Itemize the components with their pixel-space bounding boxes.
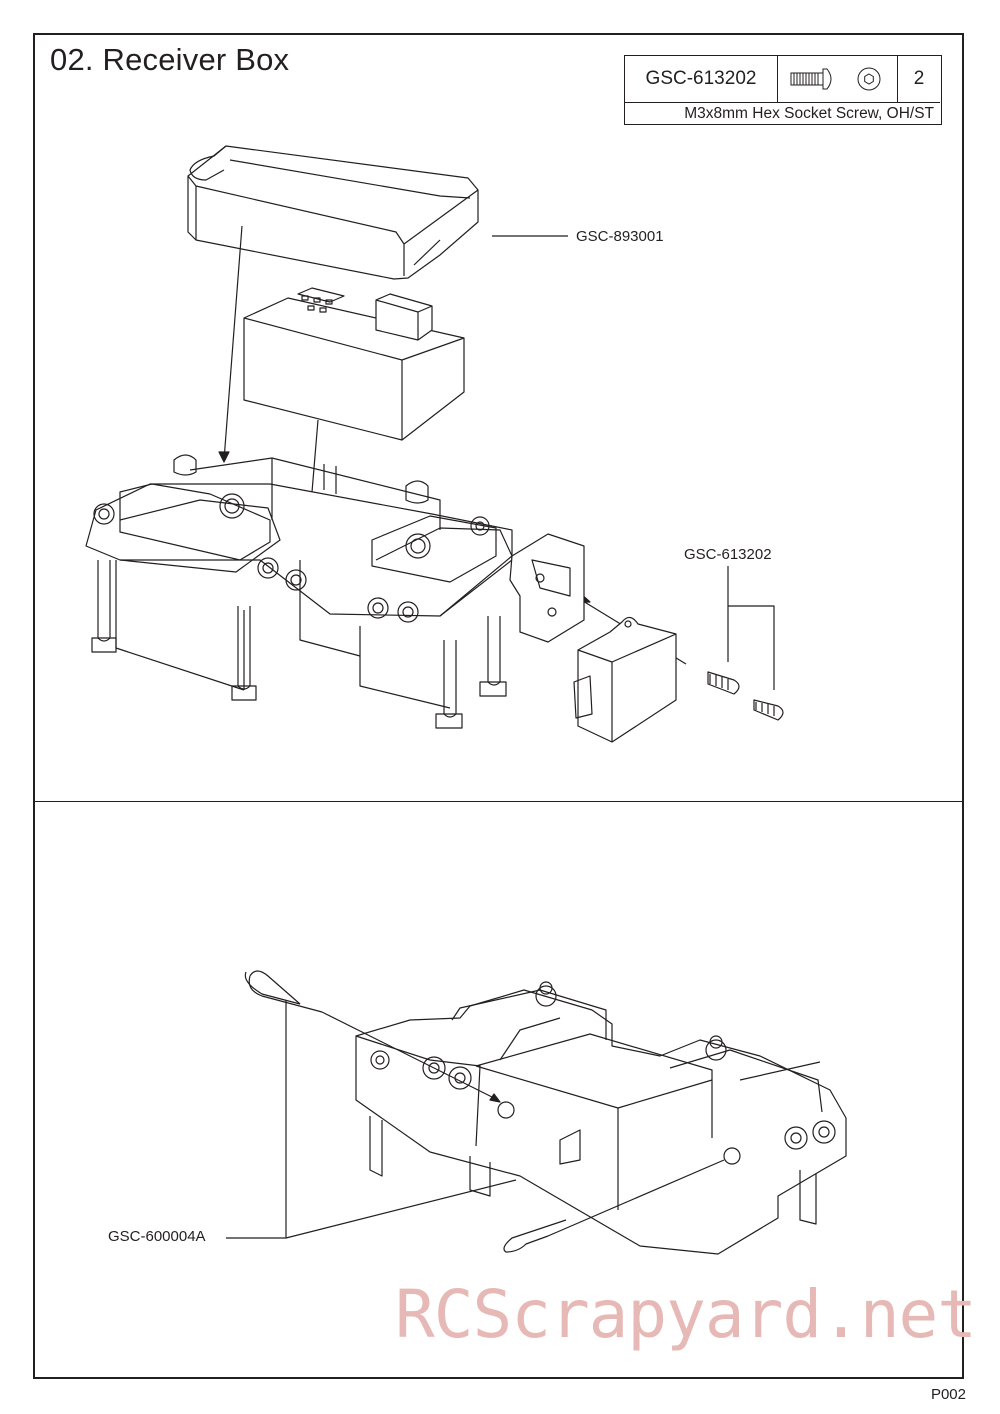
assembled-receiver-box	[356, 982, 846, 1254]
callout-receiver-box-cover: GSC-893001	[576, 228, 664, 245]
antenna-mount-bracket	[510, 534, 584, 642]
part-quantity: 2	[913, 68, 925, 89]
part-description: M3x8mm Hex Socket Screw, OH/ST	[625, 102, 940, 124]
hex-screws	[708, 672, 783, 720]
page-title: 02. Receiver Box	[50, 42, 290, 77]
watermark: RCScrapyard.net	[395, 1276, 977, 1353]
callout-screws: GSC-613202	[684, 546, 772, 563]
receiver-unit	[244, 288, 464, 440]
receiver-box-tray	[86, 455, 512, 728]
hex-socket-screw-icon	[777, 56, 898, 102]
page-frame	[33, 33, 964, 1379]
receiver-box-cover	[188, 146, 478, 279]
page-number: P002	[930, 1386, 966, 1403]
step-divider	[33, 801, 964, 802]
callout-body-clips: GSC-600004A	[108, 1228, 206, 1245]
part-code: GSC-613202	[625, 56, 778, 102]
body-clip-bottom	[504, 1220, 566, 1252]
switch-module	[574, 617, 676, 742]
body-clip-top	[245, 971, 322, 1012]
parts-table: GSC-613202 2 M3x8mm Hex Socket Screw, OH…	[624, 55, 942, 125]
